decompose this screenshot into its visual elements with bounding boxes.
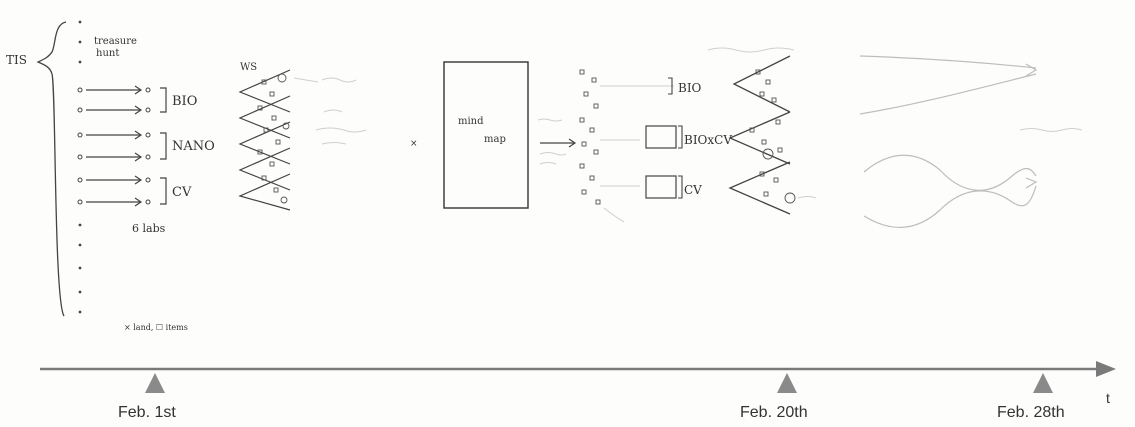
label-feb-1st: Feb. 1st xyxy=(118,404,176,421)
right-group-cv: CV xyxy=(684,183,702,197)
right-brackets xyxy=(668,78,682,198)
right-chevrons xyxy=(730,56,790,214)
footnote: × land, ☐ items xyxy=(124,323,188,332)
mind-map-line2: map xyxy=(484,134,506,145)
labs-count: 6 labs xyxy=(132,222,166,235)
ws-chevrons xyxy=(240,70,290,210)
mind-map-line1: mind xyxy=(458,116,484,127)
faint-funnel xyxy=(860,56,1036,114)
right-chevron-items xyxy=(750,70,795,203)
tis-label: TIS xyxy=(6,53,27,67)
label-feb-20th: Feb. 20th xyxy=(740,404,808,421)
lab-dots xyxy=(78,88,150,204)
ws-label: WS xyxy=(240,62,257,73)
left-brace xyxy=(38,22,66,316)
marker-feb-28th xyxy=(1033,373,1053,393)
faint-notes-a xyxy=(294,78,366,144)
marker-feb-20th xyxy=(777,373,797,393)
multiply-mark: × xyxy=(410,139,418,149)
lab-arrows xyxy=(86,86,141,206)
dot-column xyxy=(79,21,82,314)
right-group-bio: BIO xyxy=(678,81,702,95)
item-squares xyxy=(580,70,600,204)
right-group-bioxcv: BIOxCV xyxy=(684,133,732,147)
faint-waves xyxy=(864,155,1036,227)
marker-feb-1st xyxy=(145,373,165,393)
lab-group-cv: CV xyxy=(172,185,192,200)
treasure-label: treasure xyxy=(94,36,137,47)
mind-map-arrow xyxy=(540,139,575,147)
timeline-axis-label: t xyxy=(1106,390,1110,406)
timeline-arrowhead xyxy=(1096,361,1116,377)
label-feb-28th: Feb. 28th xyxy=(997,404,1065,421)
right-boxes xyxy=(646,126,676,198)
lab-group-bio: BIO xyxy=(172,94,197,109)
hunt-label: hunt xyxy=(96,48,119,59)
faint-notes-b xyxy=(538,119,566,164)
lab-group-nano: NANO xyxy=(172,139,215,154)
lab-brackets xyxy=(160,88,166,204)
faint-connectors xyxy=(600,86,674,222)
